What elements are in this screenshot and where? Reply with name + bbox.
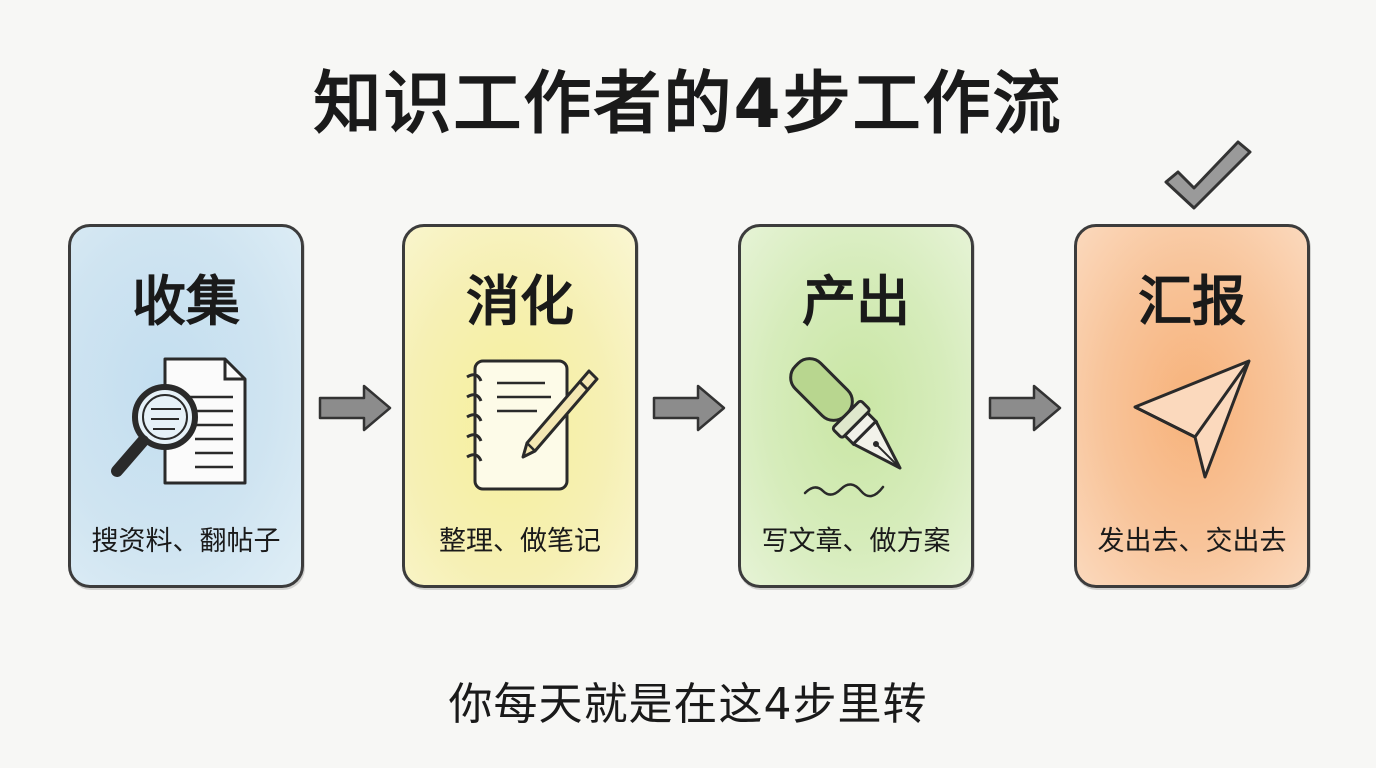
notebook-pencil-icon [466,359,599,491]
step-card-report: 汇报 发出去、交出去 [1074,224,1310,588]
step-card-collect: 收集 搜资料、翻帖子 [68,224,304,588]
checkmark-icon [1164,140,1252,210]
right-arrow-icon [988,384,1062,432]
step-heading: 消化 [466,270,574,333]
paper-plane-icon [1133,359,1251,479]
magnifier-document-icon [111,357,247,485]
step-description: 搜资料、翻帖子 [91,526,281,557]
step-card-produce: 产出 写文章、做方案 [738,224,974,588]
footer-caption: 你每天就是在这4步里转 [448,679,928,730]
page-title: 知识工作者的4步工作流 [313,65,1063,144]
step-description: 写文章、做方案 [761,526,951,557]
step-heading: 产出 [802,270,910,333]
right-arrow-icon [318,384,392,432]
step-heading: 汇报 [1138,270,1246,333]
fountain-pen-icon [789,357,902,498]
step-card-digest: 消化 整理、做笔记 [402,224,638,588]
right-arrow-icon [652,384,726,432]
step-description: 发出去、交出去 [1097,526,1287,557]
step-heading: 收集 [132,270,240,333]
step-description: 整理、做笔记 [439,526,601,557]
